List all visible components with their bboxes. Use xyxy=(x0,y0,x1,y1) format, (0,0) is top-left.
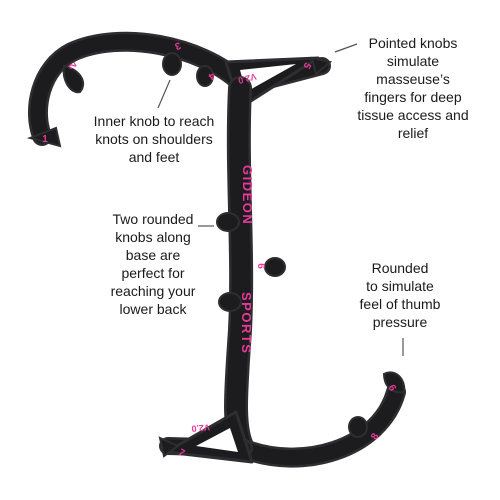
callout-line: to simulate xyxy=(366,278,434,294)
knob-7-pointed xyxy=(158,436,181,458)
callout-line: perfect for xyxy=(121,265,185,281)
callout-line: masseuse’s xyxy=(376,71,450,87)
callout-line: tissue access and xyxy=(357,107,469,123)
knobs xyxy=(26,52,406,458)
leader-inner xyxy=(157,79,171,109)
knob-number-6: 6 xyxy=(255,263,266,269)
callout-line: reaching your xyxy=(110,283,196,299)
callout-rounded: Rounded to simulate feel of thumb pressu… xyxy=(340,259,460,331)
knob-8 xyxy=(348,416,368,438)
version-text-top: V2.0 xyxy=(237,71,257,85)
callout-pointed-knobs: Pointed knobs simulate masseuse’s finger… xyxy=(338,34,488,142)
leader-lines xyxy=(157,43,404,356)
knob-9 xyxy=(382,371,406,394)
callout-line: lower back xyxy=(119,301,187,317)
knob-5-pointed xyxy=(310,56,333,76)
knob-numbers: 1 2 3 4 5 6 7 8 9 xyxy=(42,39,399,460)
version-text-bottom: V2.0 xyxy=(191,422,210,434)
knob-number-4: 4 xyxy=(206,70,217,83)
knob-4 xyxy=(196,65,214,87)
knob-2 xyxy=(62,64,85,94)
leader-pointed xyxy=(334,43,358,53)
knob-number-9: 9 xyxy=(387,382,400,393)
knob-number-5: 5 xyxy=(300,60,313,71)
callout-base-knobs: Two rounded knobs along base are perfect… xyxy=(88,210,218,318)
callout-line: simulate xyxy=(386,53,440,69)
callout-line: fingers for deep xyxy=(364,89,462,105)
knob-number-3: 3 xyxy=(173,39,182,51)
callout-line: and feet xyxy=(128,149,180,165)
knob-1-pointed xyxy=(26,126,62,148)
spine-lettering: GIDEON SPORTS V2.0 V2.0 xyxy=(191,71,257,433)
knob-6 xyxy=(264,257,286,277)
callout-inner-knob: Inner knob to reach knots on shoulders a… xyxy=(64,112,244,166)
callout-line: Inner knob to reach xyxy=(93,113,215,129)
callout-line: knots on shoulders xyxy=(95,131,213,147)
callout-line: Two rounded xyxy=(112,211,194,227)
knob-number-8: 8 xyxy=(369,431,382,442)
massage-tool-body xyxy=(27,31,406,468)
callout-line: pressure xyxy=(372,314,428,330)
brand-text-sports: SPORTS xyxy=(239,292,254,354)
brand-text-gideon: GIDEON xyxy=(240,165,255,225)
callout-line: feel of thumb xyxy=(359,296,441,312)
callout-line: base are xyxy=(125,247,181,263)
callout-line: knobs along xyxy=(115,229,191,245)
knob-number-1: 1 xyxy=(42,134,48,145)
callout-line: Pointed knobs xyxy=(368,35,458,51)
knob-base-1 xyxy=(216,212,240,232)
knob-number-7: 7 xyxy=(176,447,187,460)
callout-line: relief xyxy=(397,125,429,141)
callout-line: Rounded xyxy=(371,260,429,276)
knob-base-2 xyxy=(218,292,242,312)
knob-inner xyxy=(162,52,182,76)
knob-number-2: 2 xyxy=(67,60,80,71)
